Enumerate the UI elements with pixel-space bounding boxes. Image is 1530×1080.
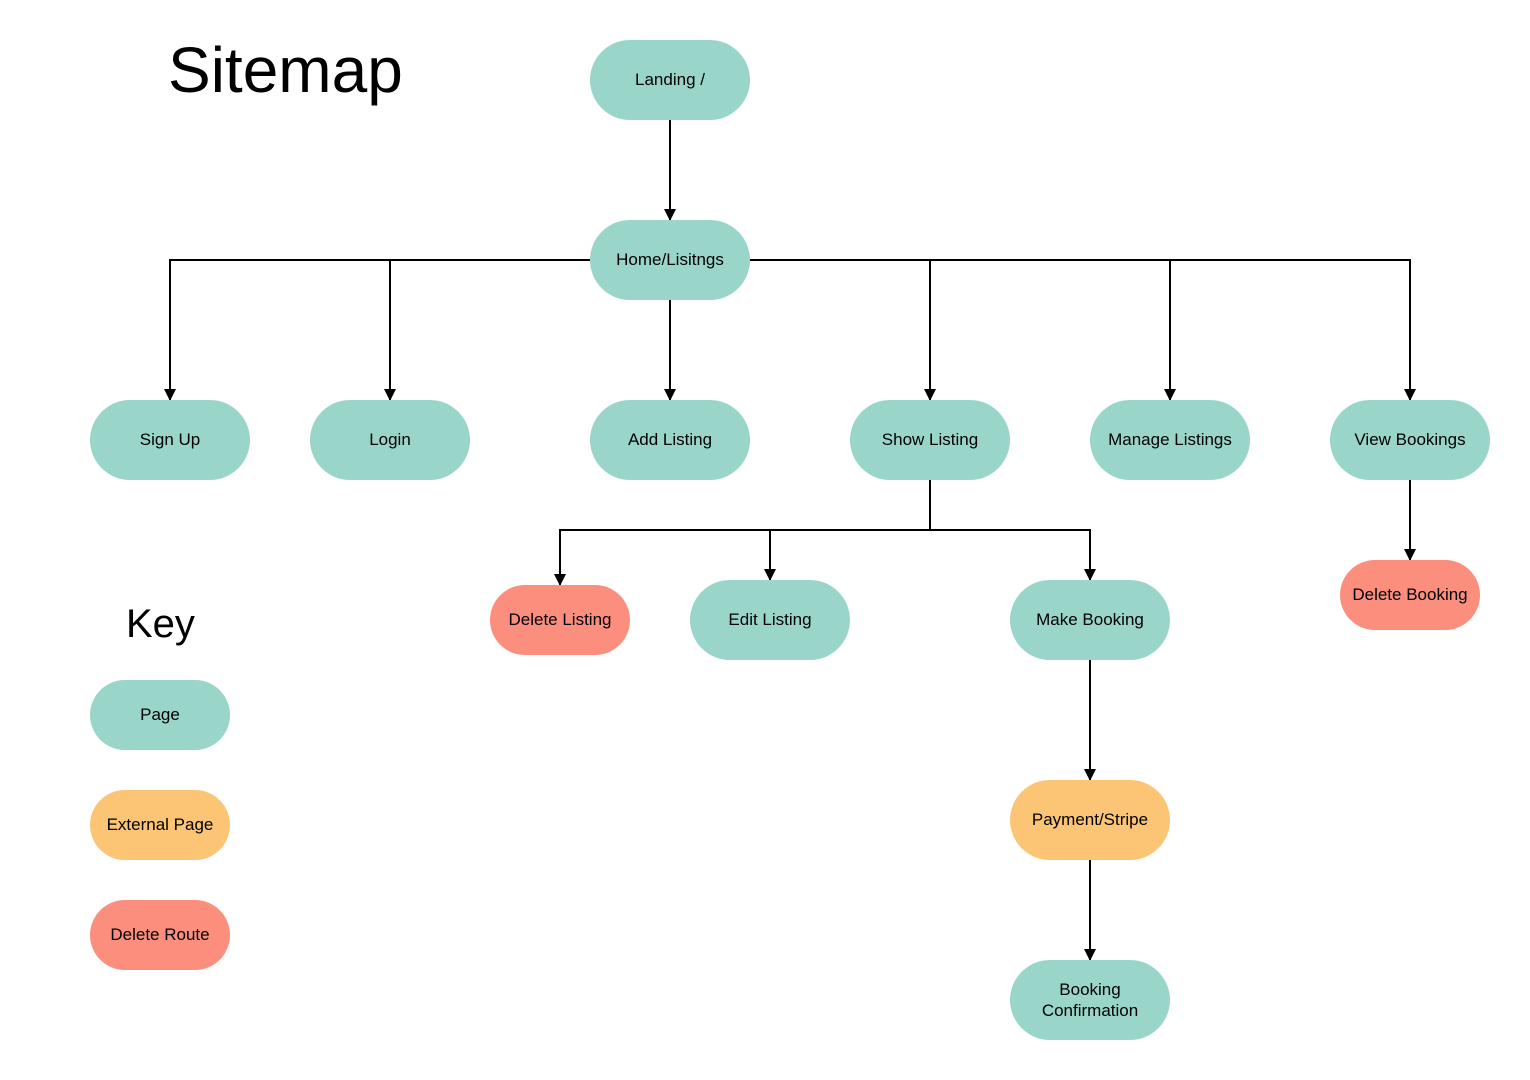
key-item-page: Page [90,680,230,750]
node-show-listing[interactable]: Show Listing [850,400,1010,480]
key-item-delete-route: Delete Route [90,900,230,970]
node-manage-listings[interactable]: Manage Listings [1090,400,1250,480]
node-booking-confirmation[interactable]: Booking Confirmation [1010,960,1170,1040]
connector-show_listing-edit_listing [764,480,931,581]
connector-home-signup [164,259,590,401]
page-title: Sitemap [168,34,403,106]
node-sign-up[interactable]: Sign Up [90,400,250,480]
node-payment-stripe[interactable]: Payment/Stripe [1010,780,1170,860]
connector-home-login [384,259,590,401]
node-view-bookings[interactable]: View Bookings [1330,400,1490,480]
node-edit-listing[interactable]: Edit Listing [690,580,850,660]
connector-show_listing-make_booking [929,480,1096,581]
node-delete-booking[interactable]: Delete Booking [1340,560,1480,630]
connector-home-show_listing [750,259,936,401]
key-title: Key [126,602,195,646]
node-add-listing[interactable]: Add Listing [590,400,750,480]
node-home-listings[interactable]: Home/Lisitngs [590,220,750,300]
connector-home-view_bookings [750,259,1416,401]
node-delete-listing[interactable]: Delete Listing [490,585,630,655]
key-item-external-page: External Page [90,790,230,860]
connector-show_listing-delete_listing [554,480,931,586]
node-landing[interactable]: Landing / [590,40,750,120]
node-login[interactable]: Login [310,400,470,480]
node-make-booking[interactable]: Make Booking [1010,580,1170,660]
connector-home-manage_listings [750,259,1176,401]
